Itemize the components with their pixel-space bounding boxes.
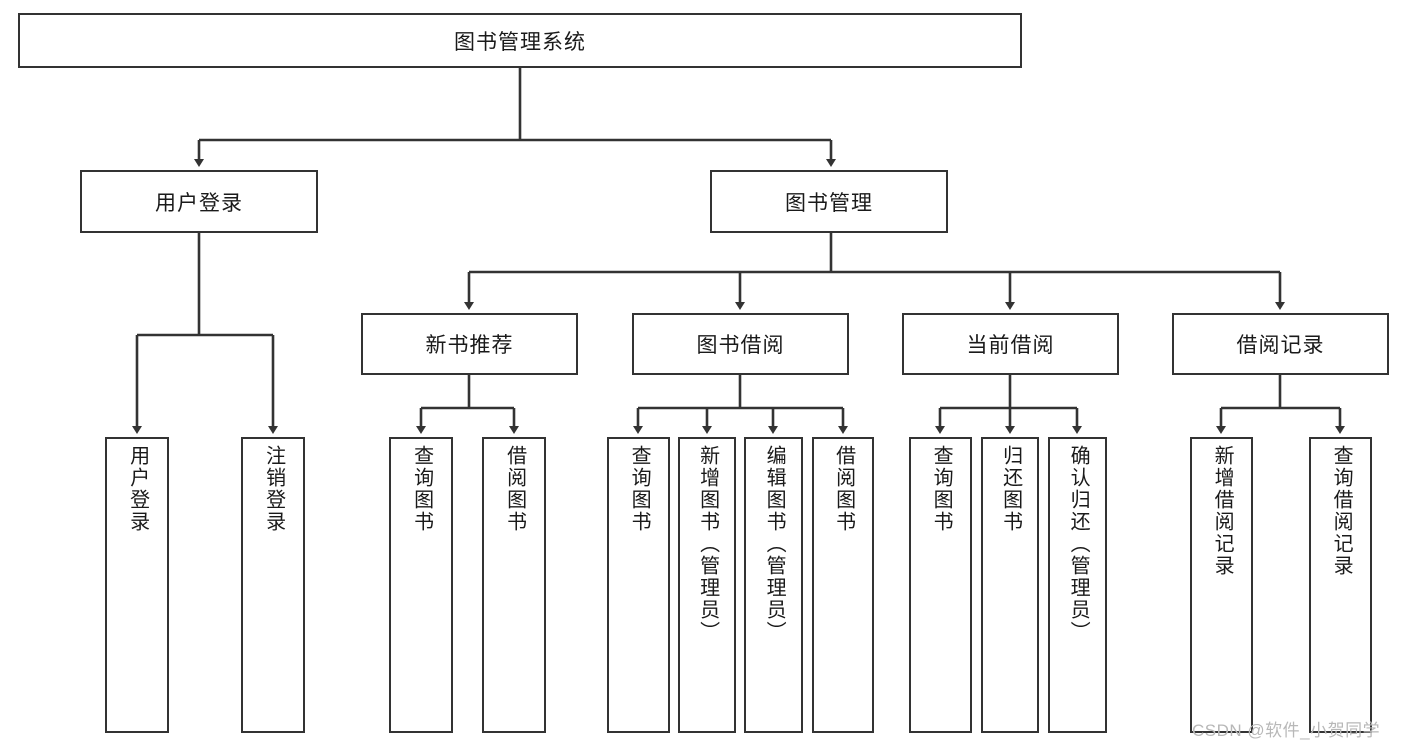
node-leaf-user-login[interactable]: 用户登录: [105, 437, 169, 733]
node-label: 用户登录: [126, 445, 149, 533]
node-root-book-management-system[interactable]: 图书管理系统: [18, 13, 1022, 68]
node-label: 注销登录: [262, 445, 285, 533]
node-leaf-query-borrow-record[interactable]: 查询借阅记录: [1309, 437, 1372, 733]
node-label: 查询借阅记录: [1330, 445, 1353, 577]
node-label: 新书推荐: [425, 334, 514, 357]
node-current-borrowing[interactable]: 当前借阅: [902, 313, 1119, 375]
node-label: 新增借阅记录: [1211, 445, 1234, 577]
node-label: 查询图书: [410, 445, 433, 533]
node-borrowing-record[interactable]: 借阅记录: [1172, 313, 1389, 375]
node-leaf-borrow-books-newbook[interactable]: 借阅图书: [482, 437, 546, 733]
node-book-management[interactable]: 图书管理: [710, 170, 948, 233]
node-label: 借阅图书: [832, 445, 855, 533]
node-label: 新增图书（管理员）: [696, 445, 719, 643]
node-leaf-add-book-admin[interactable]: 新增图书（管理员）: [678, 437, 736, 733]
node-label: 图书管理系统: [454, 30, 586, 54]
node-label: 确认归还（管理员）: [1067, 445, 1090, 643]
node-label: 图书管理: [785, 191, 873, 215]
node-label: 查询图书: [930, 445, 953, 533]
node-leaf-logout-login[interactable]: 注销登录: [241, 437, 305, 733]
node-label: 查询图书: [628, 445, 651, 533]
node-user-login[interactable]: 用户登录: [80, 170, 318, 233]
node-book-borrowing[interactable]: 图书借阅: [632, 313, 849, 375]
node-leaf-query-books-current[interactable]: 查询图书: [909, 437, 972, 733]
node-label: 归还图书: [999, 445, 1022, 533]
node-leaf-edit-book-admin[interactable]: 编辑图书（管理员）: [744, 437, 803, 733]
node-leaf-query-books-borrow[interactable]: 查询图书: [607, 437, 670, 733]
node-label: 图书借阅: [696, 334, 785, 357]
node-leaf-add-borrow-record[interactable]: 新增借阅记录: [1190, 437, 1253, 733]
node-new-book-recommendation[interactable]: 新书推荐: [361, 313, 578, 375]
node-label: 用户登录: [155, 191, 243, 215]
node-label: 当前借阅: [966, 334, 1055, 357]
node-leaf-return-books[interactable]: 归还图书: [981, 437, 1039, 733]
node-label: 借阅图书: [503, 445, 526, 533]
node-label: 编辑图书（管理员）: [763, 445, 786, 643]
node-leaf-borrow-books[interactable]: 借阅图书: [812, 437, 874, 733]
node-leaf-confirm-return-admin[interactable]: 确认归还（管理员）: [1048, 437, 1107, 733]
node-label: 借阅记录: [1236, 334, 1325, 357]
node-leaf-query-books-newbook[interactable]: 查询图书: [389, 437, 453, 733]
